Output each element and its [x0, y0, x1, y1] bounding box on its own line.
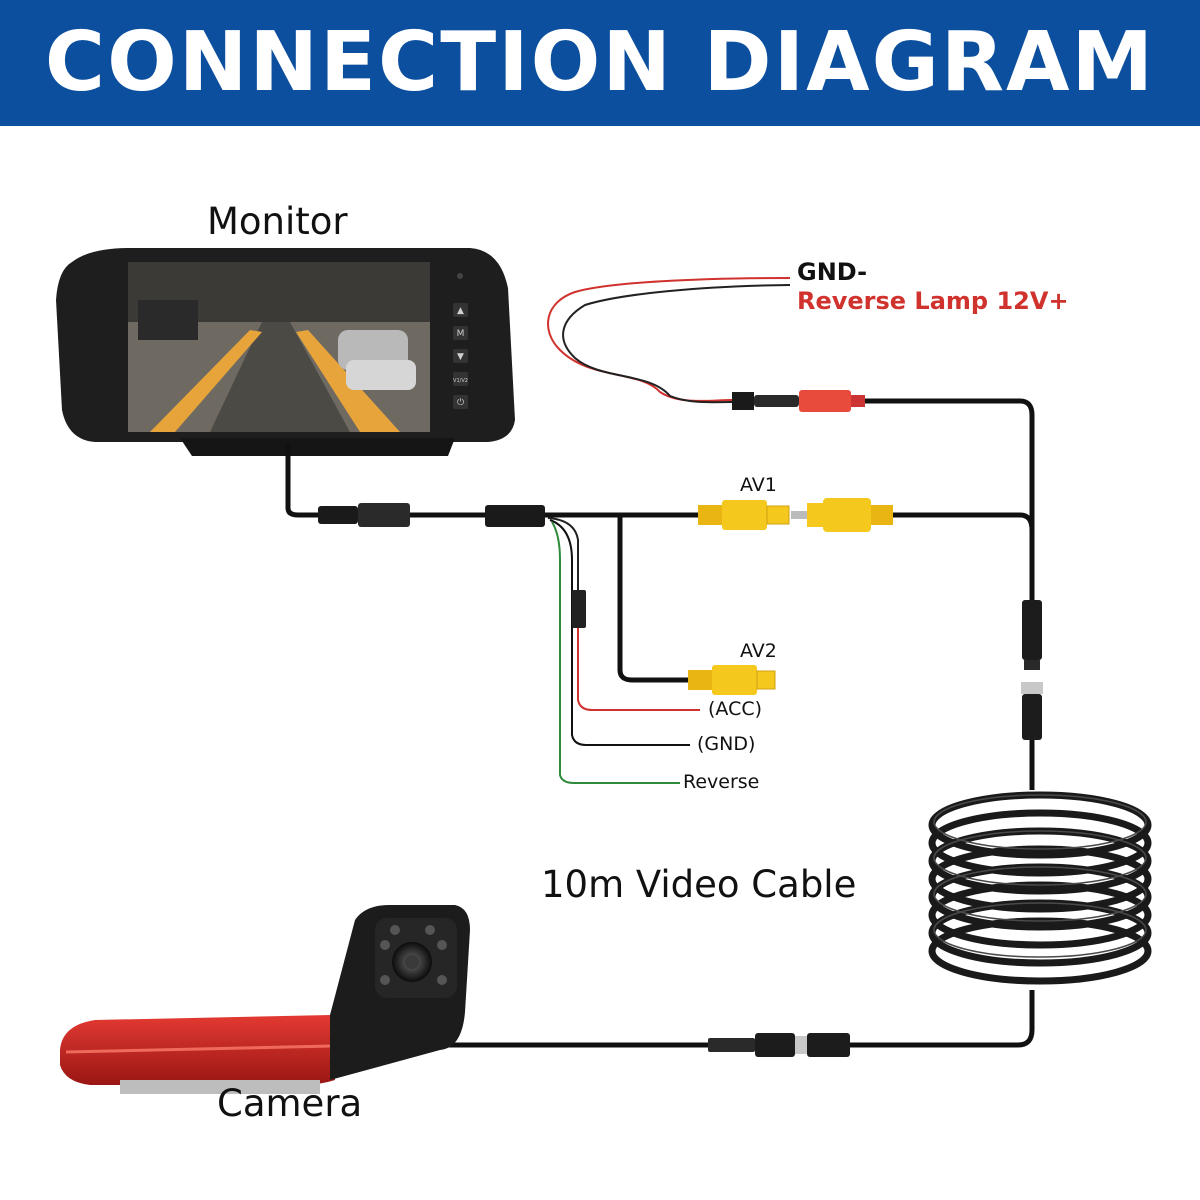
camera-label: Camera: [217, 1082, 363, 1125]
reverse-label: Reverse: [683, 771, 760, 793]
monitor-button-2: ▼: [457, 352, 464, 362]
monitor-connectors: [318, 503, 586, 628]
camera-cable-connectors: [708, 1033, 850, 1057]
coiled-cable: [928, 791, 1152, 985]
reverse-lamp-label: Reverse Lamp 12V+: [797, 287, 1069, 315]
video-cable-label: 10m Video Cable: [541, 863, 857, 906]
acc-label: (ACC): [708, 698, 763, 720]
harness-thin-wires: [547, 517, 700, 784]
header-banner: [0, 0, 1200, 126]
aviation-connector: [1021, 600, 1043, 740]
harness-wires: [285, 398, 1035, 1048]
monitor-button-0: ▲: [457, 306, 464, 316]
gnd-minus-label: GND-: [797, 258, 868, 286]
page-title: CONNECTION DIAGRAM: [44, 15, 1156, 110]
av2-connector: [688, 665, 776, 695]
av1-connectors: [698, 498, 893, 532]
gnd-label: (GND): [697, 733, 756, 755]
av1-label: AV1: [740, 474, 777, 496]
power-connector: [732, 390, 865, 412]
monitor: [56, 248, 515, 456]
monitor-buttons: [453, 303, 468, 409]
monitor-button-1: M: [457, 329, 465, 339]
coiled-cable-highlights: [933, 794, 1147, 958]
monitor-button-4: ⏻: [457, 397, 464, 408]
power-lead: [547, 277, 791, 404]
camera: [60, 905, 470, 1094]
av2-label: AV2: [740, 640, 777, 662]
monitor-label: Monitor: [207, 200, 348, 243]
monitor-button-3: V1/V2: [453, 378, 468, 384]
